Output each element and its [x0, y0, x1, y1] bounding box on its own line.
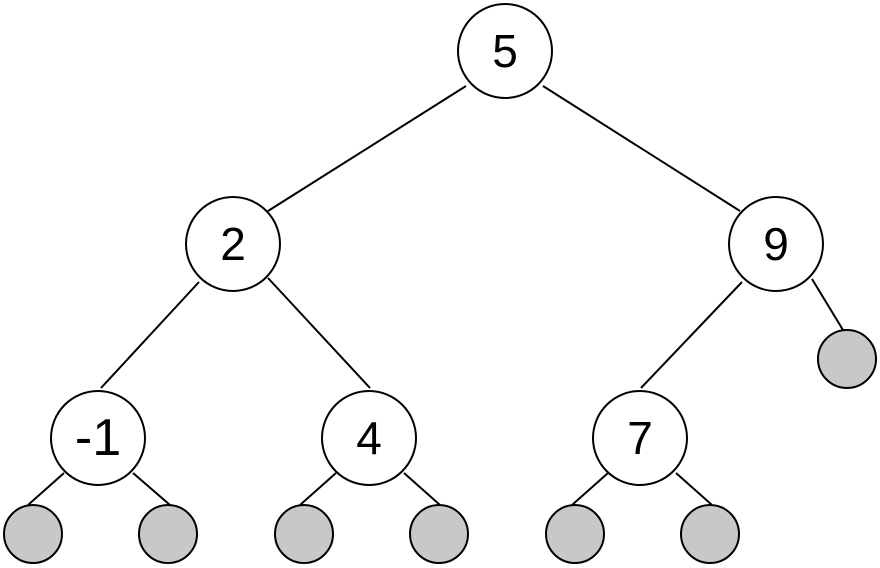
node-label: -1: [75, 409, 121, 467]
node-label: 5: [492, 25, 518, 77]
edge-5-2: [267, 85, 467, 212]
edge-2-4: [267, 277, 371, 389]
node-circle: [321, 390, 417, 486]
null-leaf: [274, 504, 334, 564]
tree-node-5: 5: [457, 3, 553, 99]
node-label: 2: [220, 218, 246, 270]
node-circle: [728, 196, 824, 292]
null-leaves: [3, 329, 877, 564]
node-label: 9: [763, 218, 789, 270]
null-leaf: [545, 504, 605, 564]
node-label: 4: [356, 412, 382, 464]
edge-7-leaf-right: [675, 472, 713, 506]
edge-2-minus1: [100, 281, 200, 389]
edge-4-leaf-right: [403, 472, 441, 506]
null-leaf: [680, 504, 740, 564]
tree-edges: [27, 85, 844, 506]
tree-node-2: 2: [185, 196, 281, 292]
node-label: 7: [627, 412, 653, 464]
edge-9-7: [640, 281, 743, 389]
edge-minus1-leaf-right: [132, 472, 171, 506]
edge-4-leaf-left: [299, 472, 337, 506]
node-circle: [457, 3, 553, 99]
node-circle: [592, 390, 688, 486]
tree-node-9: 9: [728, 196, 824, 292]
edge-5-9: [542, 85, 741, 212]
tree-node-4: 4: [321, 390, 417, 486]
tree-node-minus1: -1: [50, 390, 146, 486]
node-circle: [185, 196, 281, 292]
node-circle: [50, 390, 146, 486]
edge-9-leaf: [811, 278, 844, 331]
null-leaf: [409, 504, 469, 564]
edge-7-leaf-left: [571, 472, 609, 506]
tree-node-7: 7: [592, 390, 688, 486]
edge-minus1-leaf-left: [27, 472, 65, 506]
null-leaf: [138, 504, 198, 564]
null-leaf: [817, 329, 877, 389]
null-leaf: [3, 504, 63, 564]
